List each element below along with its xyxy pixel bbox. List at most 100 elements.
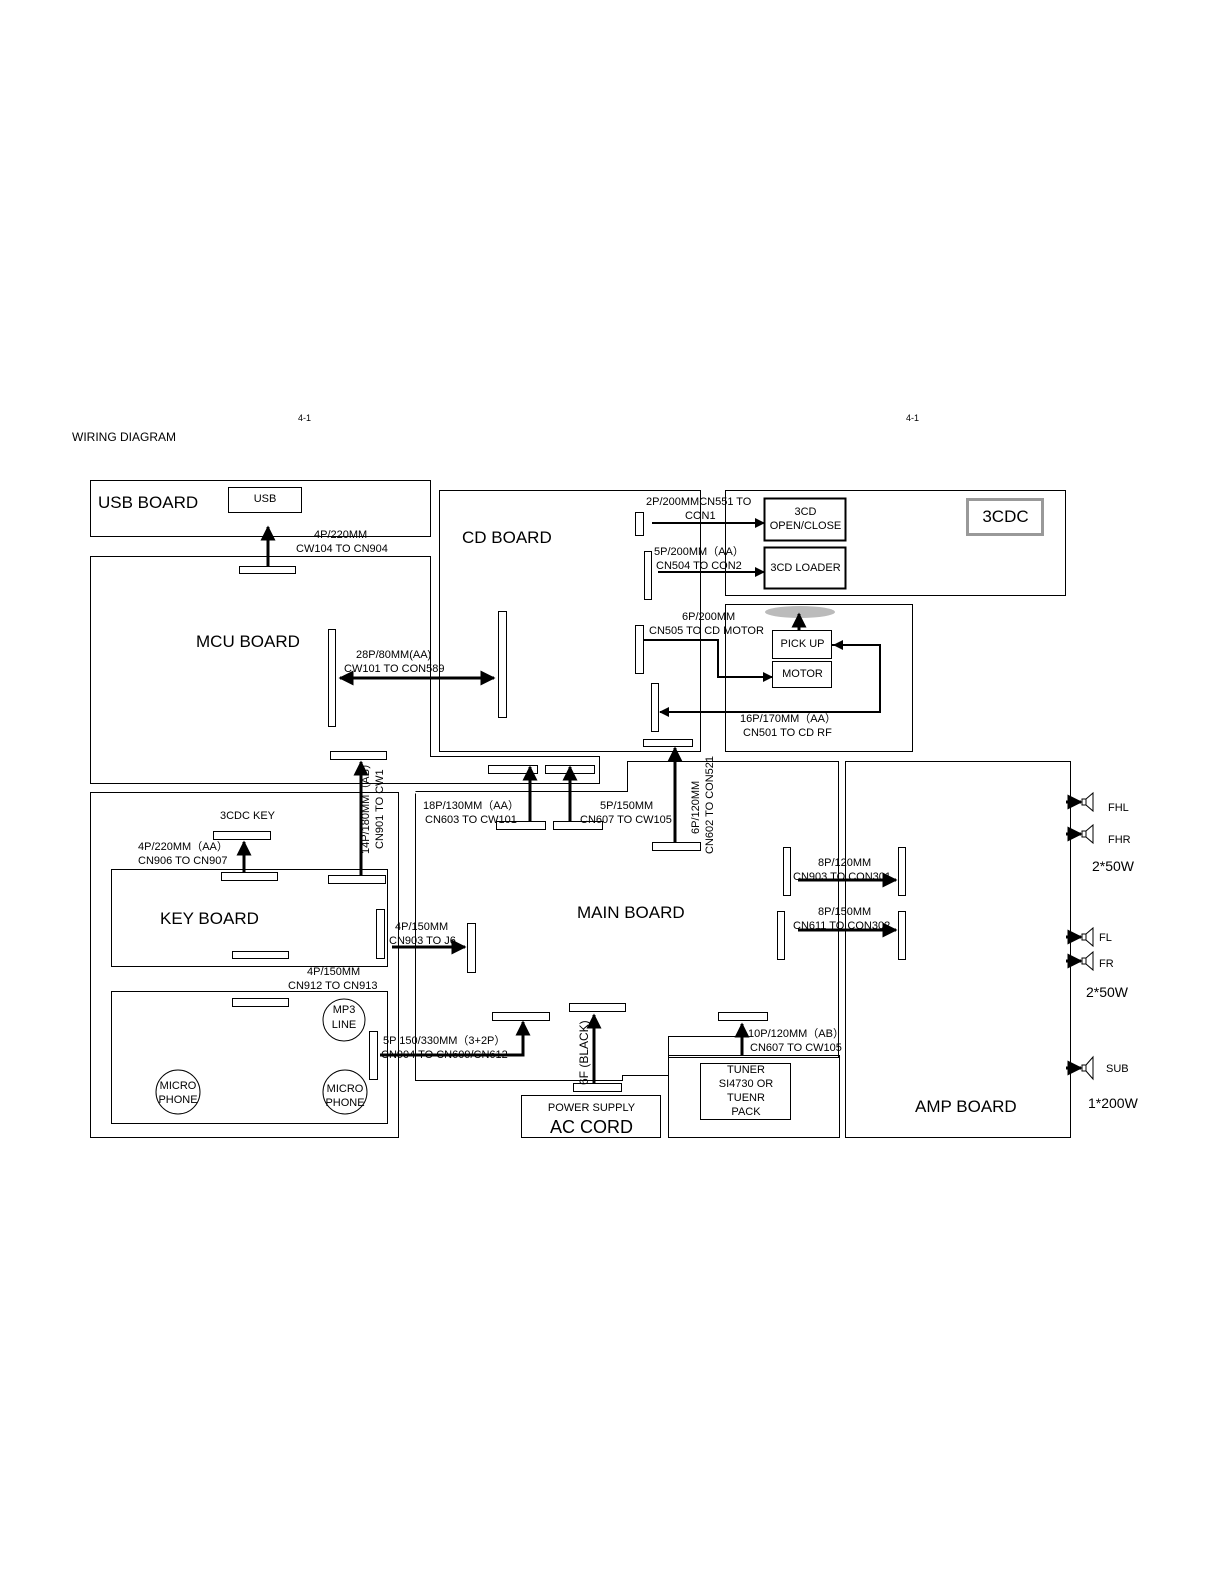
usb-board-label: USB BOARD	[98, 493, 199, 512]
speaker-icons	[1066, 791, 1094, 1081]
cable-tuner-a: 10P/120MM（AB）	[748, 1028, 844, 1040]
speaker-fl-label: FL	[1099, 932, 1112, 944]
disc-icon	[765, 606, 835, 618]
main-board-label: MAIN BOARD	[577, 903, 685, 922]
cable-key-main-a: 4P/150MM	[395, 921, 449, 933]
cable-main-cd2-a: 6P/120MM	[690, 780, 702, 834]
cable-arrows	[236, 518, 898, 1083]
power-supply-label: POWER SUPPLY	[547, 1102, 636, 1114]
tuner-label-4: PACK	[731, 1106, 761, 1118]
open-close-label-2: OPEN/CLOSE	[769, 520, 842, 532]
cable-amp2-b: CN611 TO CON302	[793, 920, 891, 932]
ac-cord-label: AC CORD	[549, 1117, 633, 1137]
cd-wires	[380, 639, 881, 1057]
cable-cdckey-a: 4P/220MM（AA）	[138, 841, 228, 853]
cable-key-sub-a: 4P/150MM	[307, 966, 361, 978]
cable-main-cd-b: CN607 TO CW105	[580, 814, 672, 826]
mic-board-outline	[111, 991, 388, 1124]
speaker-fhr-icon	[1066, 823, 1094, 845]
cable-mcu-cd-a: 28P/80MM(AA)	[356, 649, 432, 661]
mic1-label-1: MICRO	[159, 1080, 197, 1092]
cable-amp1-a: 8P/120MM	[818, 857, 872, 869]
cable-key-mcu-a: 14P/180MM（AB）	[360, 758, 372, 854]
speaker-fhl-label: FHL	[1108, 802, 1129, 814]
cable-usb-b: CW104 TO CN904	[296, 543, 388, 555]
speaker-fr-label: FR	[1099, 958, 1114, 970]
speaker-fhl-icon	[1066, 791, 1094, 813]
speaker-fl-icon	[1066, 926, 1094, 948]
mcu-board-outline	[90, 556, 600, 784]
cable-key-sub-b: CN912 TO CN913	[288, 980, 378, 992]
cable-key-main-b: CN903 TO J6	[389, 935, 456, 947]
cable-main-cd-a: 5P/150MM	[600, 800, 654, 812]
speaker-sub-label: SUB	[1106, 1063, 1129, 1075]
speaker-fhr-label: FHR	[1108, 834, 1131, 846]
cable-cd-motor-a: 6P/200MM	[682, 611, 736, 623]
cable-tuner-b: CN607 TO CW105	[750, 1042, 842, 1054]
tuner-pack-box	[700, 1063, 791, 1120]
page-title: WIRING DIAGRAM	[72, 430, 176, 444]
tuner-wire	[668, 1036, 741, 1058]
key-board-outline	[111, 869, 388, 967]
open-close-label-1: 3CD	[794, 506, 817, 518]
cable-mcu-cd-b: CW101 TO CON589	[344, 663, 445, 675]
cdc-label: 3CDC	[982, 507, 1029, 526]
tuner-label-2: SI4730 OR	[718, 1078, 774, 1090]
pickup-box	[772, 630, 832, 659]
cable-cd-motor-b: CN505 TO CD MOTOR	[649, 625, 764, 637]
cable-cd-rf-b: CN501 TO CD RF	[743, 727, 832, 739]
tuner-label-1: TUNER	[727, 1064, 765, 1076]
amp-board-label: AMP BOARD	[915, 1097, 1017, 1116]
amp-board-outline	[845, 761, 1071, 1138]
cable-amp1-b: CN903 TO CON301	[793, 871, 892, 883]
tuner-outline	[668, 1055, 840, 1138]
mic2-label-1: MICRO	[326, 1083, 364, 1095]
cable-main-mcu-b: CN603 TO CW101	[425, 814, 517, 826]
cable-cd-open-a: 2P/200MMCN551 TO	[646, 496, 752, 508]
cable-mic-main-a: 5P 150/330MM（3+2P）	[383, 1035, 506, 1047]
tuner-label-3: TUENR	[727, 1092, 765, 1104]
sub-power-label: 1*200W	[1088, 1095, 1138, 1111]
page-mark-right: 4-1	[906, 413, 920, 423]
cable-key-mcu-b: CN901 TO CW1	[374, 769, 386, 849]
cdc-key-label: 3CDC KEY	[220, 810, 276, 822]
motor-label: MOTOR	[782, 668, 823, 680]
key-board-label: KEY BOARD	[160, 909, 259, 928]
mic2-label-2: PHONE	[325, 1097, 365, 1109]
mp3-line-circle	[322, 998, 366, 1042]
rear-power-label: 2*50W	[1086, 984, 1129, 1000]
cable-main-cd2-b: CN602 TO CON521	[704, 755, 716, 854]
pickup-label: PICK UP	[780, 638, 825, 650]
cable-mic-main-b: CN904 TO CN609/CN612	[381, 1049, 508, 1061]
mic1-circle	[155, 1069, 201, 1115]
cable-usb-a: 4P/220MM	[314, 529, 368, 541]
mic2-circle	[322, 1069, 368, 1115]
cable-cd-open-b: CON1	[685, 510, 716, 522]
cable-main-mcu-a: 18P/130MM（AA）	[423, 800, 519, 812]
cable-cdckey-b: CN906 TO CN907	[138, 855, 228, 867]
cable-amp2-a: 8P/150MM	[818, 906, 872, 918]
cable-cd-rf-a: 16P/170MM（AA）	[740, 713, 836, 725]
cable-cd-loader-a: 5P/200MM（AA）	[654, 546, 744, 558]
left-lower-outline	[90, 792, 399, 1138]
front-power-label: 2*50W	[1092, 858, 1135, 874]
cd-board-label: CD BOARD	[462, 528, 552, 547]
mp3-label-1: MP3	[332, 1004, 356, 1016]
cable-power: 6F (BLACK)	[577, 1020, 591, 1085]
power-supply-outline	[521, 1095, 661, 1138]
mp3-label-2: LINE	[331, 1019, 357, 1031]
connectors	[213, 512, 906, 1092]
usb-port-label: USB	[253, 493, 277, 505]
cdc-outline	[725, 490, 1066, 596]
speaker-fr-icon	[1066, 950, 1094, 972]
mic1-label-2: PHONE	[158, 1094, 198, 1106]
cable-cd-loader-b: CN504 TO CON2	[656, 560, 742, 572]
cd-board-outline	[439, 490, 701, 752]
usb-port-box	[228, 487, 302, 513]
loader-label: 3CD LOADER	[770, 562, 841, 574]
page-mark-left: 4-1	[298, 413, 312, 423]
cdc-label-box	[966, 498, 1044, 536]
mcu-board-label: MCU BOARD	[196, 632, 300, 651]
speaker-sub-icon	[1066, 1055, 1094, 1081]
